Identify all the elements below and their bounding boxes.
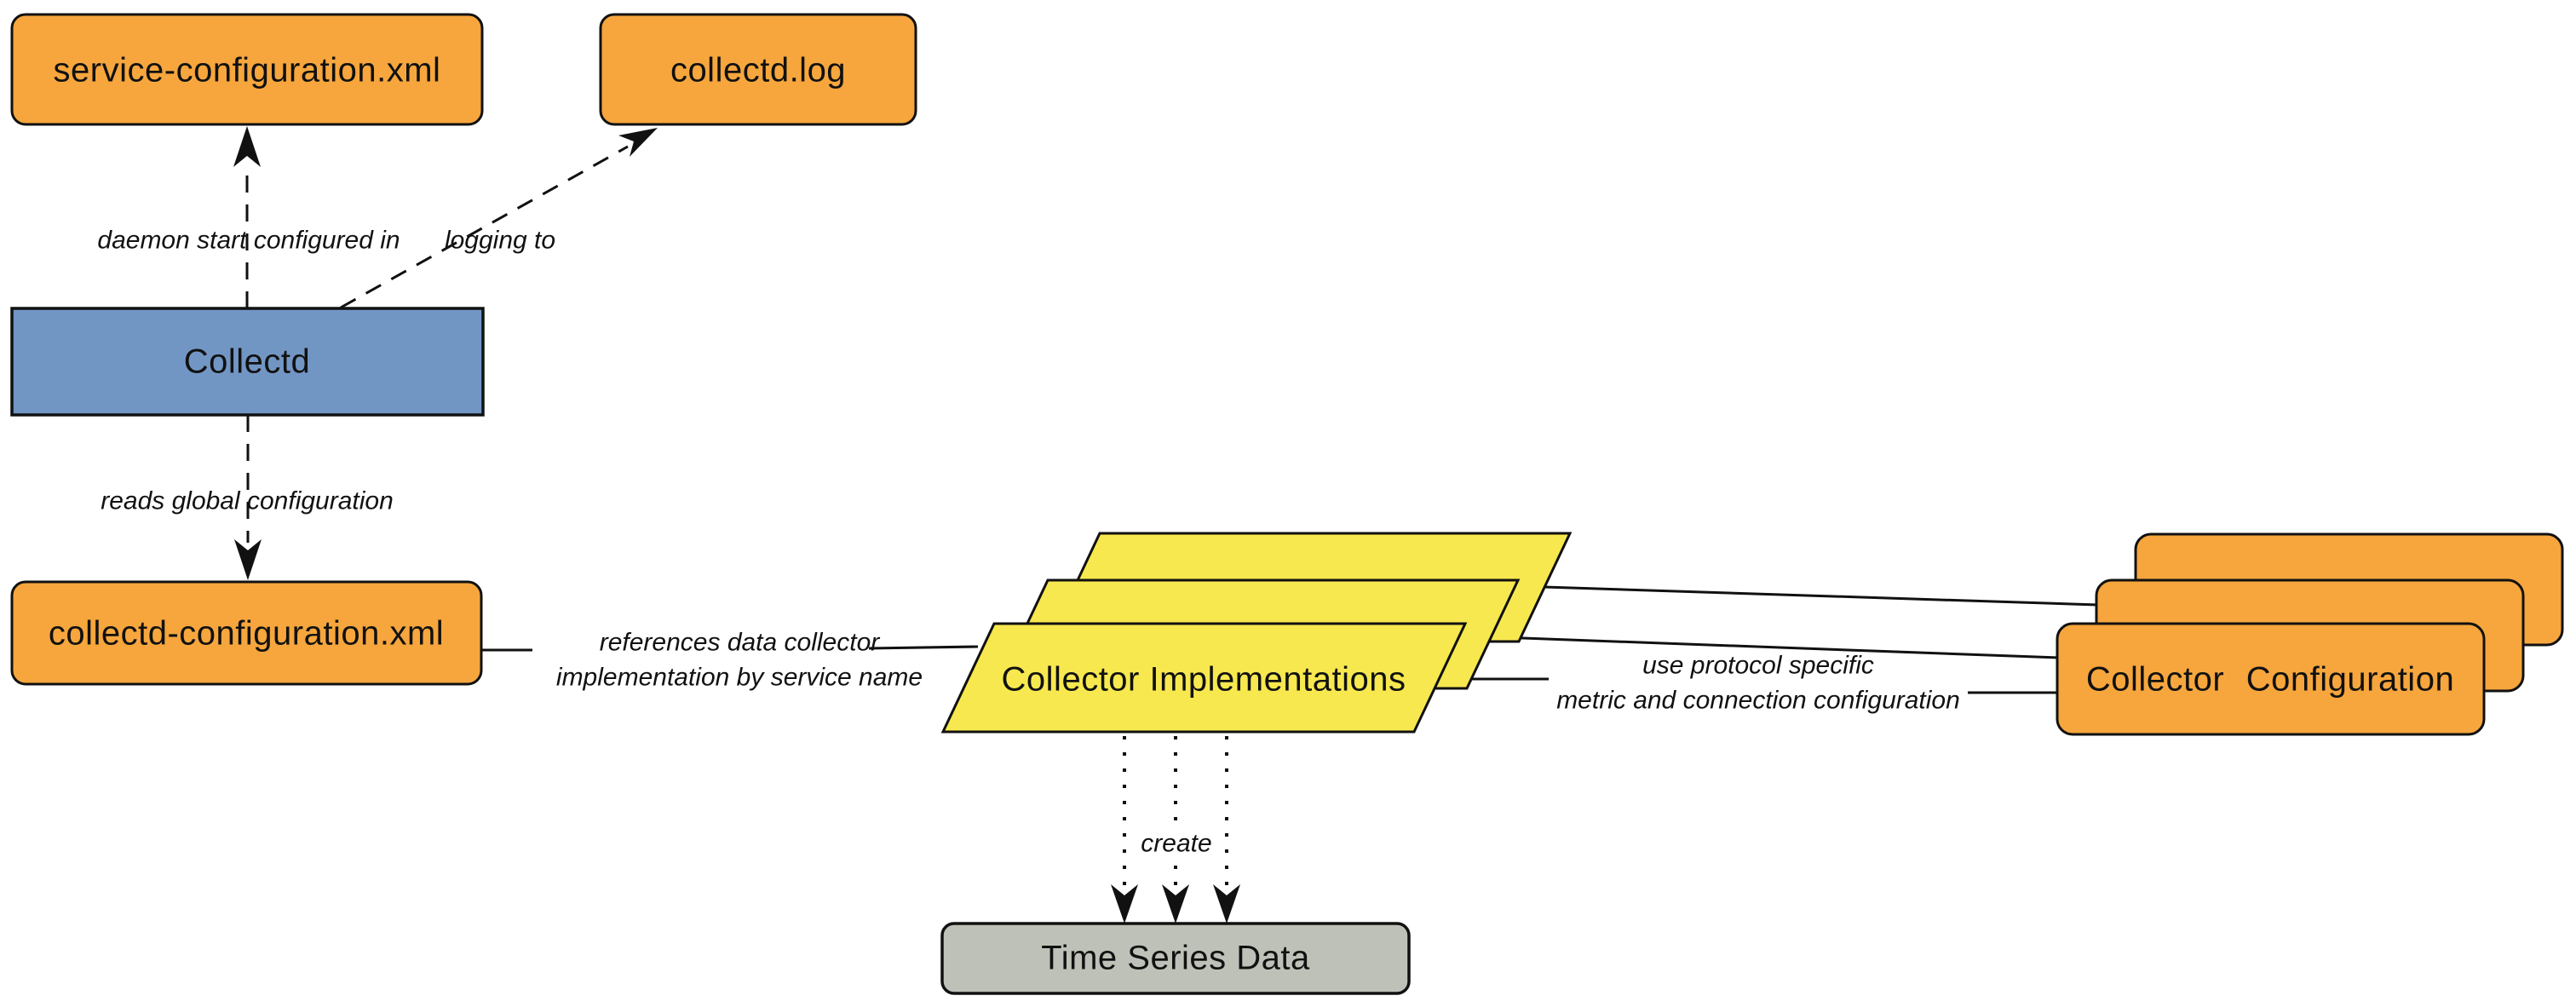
daemon-start-edge-label: daemon start configured in	[97, 226, 400, 255]
node-collector-implementations-front	[940, 622, 1468, 734]
create-arrowhead-1-icon	[1111, 884, 1138, 924]
edge-config-line-2	[1498, 636, 2060, 659]
collectd-label: Collectd	[183, 342, 311, 381]
edge-logging-to-line	[340, 145, 629, 309]
use-protocol-edge-label: use protocol specific metric and connect…	[1556, 651, 1960, 715]
create-edge-label: create	[1132, 826, 1221, 861]
create-arrowhead-3-icon	[1213, 884, 1240, 924]
collector-configuration-label: Collector Configuration	[2085, 660, 2455, 699]
collectd-configuration-label: collectd-configuration.xml	[48, 614, 445, 653]
node-collectd-configuration-box	[10, 580, 483, 686]
create-arrowhead-2-icon	[1162, 884, 1189, 924]
reads-global-arrowhead-icon	[234, 539, 262, 580]
edge-references-line-right	[868, 645, 979, 650]
logging-to-arrowhead-icon	[618, 128, 658, 157]
collectd-log-label: collectd.log	[670, 51, 847, 89]
node-collectd-log-box	[599, 13, 917, 126]
edge-config-line-1	[1544, 585, 2099, 607]
node-time-series-data-box	[940, 922, 1411, 995]
node-service-configuration-box	[10, 13, 484, 126]
node-collectd-box	[10, 307, 485, 417]
time-series-data-label: Time Series Data	[1041, 939, 1310, 977]
collector-implementations-label: Collector Implementations	[1001, 660, 1406, 699]
arrowheads	[233, 126, 1240, 924]
references-edge-label: references data collector implementation…	[555, 628, 923, 692]
reads-global-edge-label: reads global configuration	[101, 486, 394, 515]
daemon-start-arrowhead-icon	[233, 126, 261, 167]
logging-to-edge-label: logging to	[444, 226, 556, 255]
node-collector-configuration-front	[2056, 622, 2486, 736]
service-configuration-label: service-configuration.xml	[53, 51, 441, 89]
